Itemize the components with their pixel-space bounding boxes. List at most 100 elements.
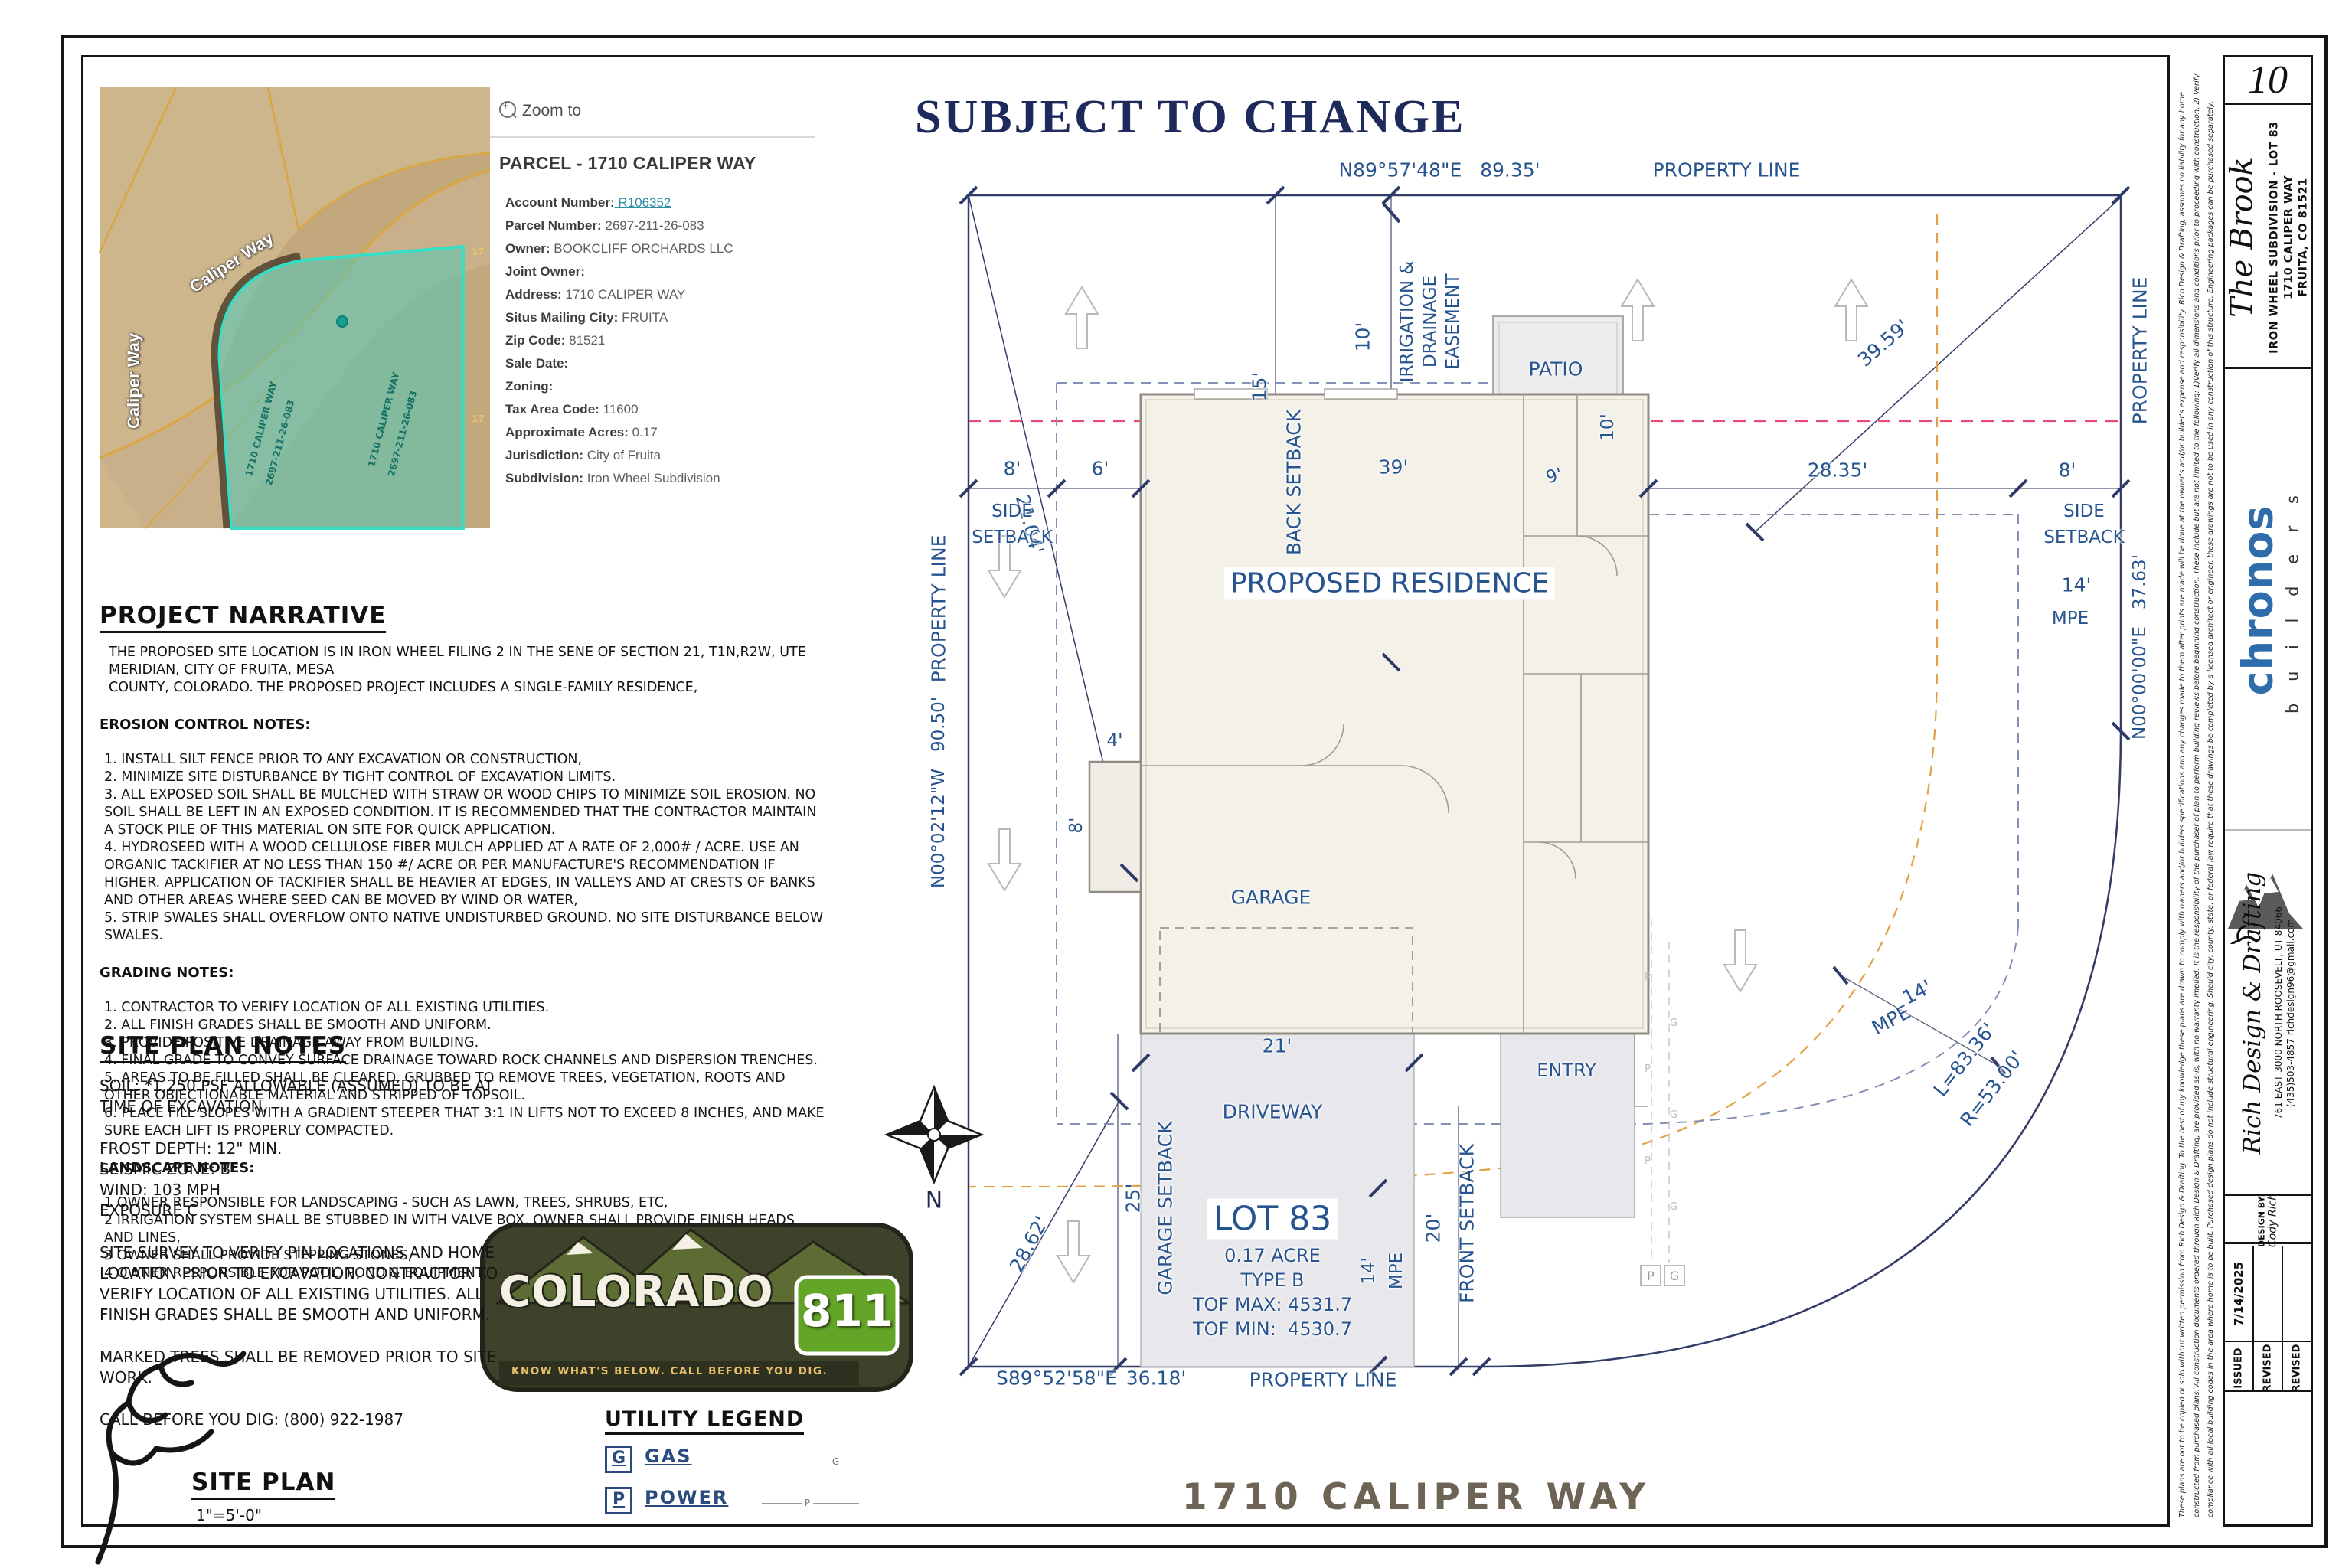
disclaimer-text: These plans are not to be copied or sold… bbox=[2178, 74, 2215, 1517]
revised-label-cell-1: REVISED bbox=[2254, 1341, 2282, 1393]
mountain-art bbox=[2228, 874, 2303, 944]
field-label: Joint Owner: bbox=[505, 264, 585, 279]
project-subdivision: IRON WHEEL SUBDIVISION - LOT 83 bbox=[2268, 120, 2281, 354]
plan-label-drainage: DRAINAGE bbox=[1420, 275, 1440, 368]
colorado811-name: COLORADO bbox=[499, 1267, 774, 1317]
site-plan-title: SITE PLAN 1"=5'-0" bbox=[191, 1468, 336, 1524]
revised-column-1: REVISED bbox=[2252, 1246, 2282, 1392]
plan-label-8: 8' bbox=[2058, 459, 2076, 482]
note-line: 3 OWNER SHALL PROVIDE STEPPING STONES, bbox=[104, 1248, 413, 1263]
svg-text:P: P bbox=[1645, 1155, 1651, 1167]
note-line: 3. ALL EXPOSED SOIL SHALL BE MULCHED WIT… bbox=[104, 787, 817, 838]
subject-to-change-stamp: SUBJECT TO CHANGE bbox=[915, 91, 1466, 143]
narrative-intro: THE PROPOSED SITE LOCATION IS IN IRON WH… bbox=[109, 645, 806, 695]
aerial-photo[interactable] bbox=[98, 87, 491, 530]
plan-label-garage-setback: GARAGE SETBACK bbox=[1154, 1121, 1177, 1295]
plan-label-n: N bbox=[925, 1187, 943, 1214]
power-label: POWER bbox=[645, 1487, 729, 1508]
grading-notes-heading: GRADING NOTES: bbox=[100, 965, 234, 981]
plan-label-n89-57-48-e-89-35: N89°57'48"E 89.35' bbox=[1338, 158, 1540, 181]
field-label: Jurisdiction: bbox=[505, 448, 584, 462]
plan-label-10: 10' bbox=[1598, 413, 1618, 441]
grading-notes: 1. CONTRACTOR TO VERIFY LOCATION OF ALL … bbox=[104, 999, 827, 1140]
antler-art bbox=[95, 1351, 247, 1565]
note-line: SOIL: *1,250 PSF ALLOWABLE (ASSUMED) TO … bbox=[100, 1076, 494, 1116]
sheet-border-inner bbox=[81, 55, 2170, 1527]
plan-label-6: 6' bbox=[1091, 457, 1109, 480]
designer-address: 761 EAST 3000 NORTH ROOSEVELT, UT 84066 bbox=[2273, 906, 2284, 1120]
note-line: 1. INSTALL SILT FENCE PRIOR TO ANY EXCAV… bbox=[104, 752, 583, 767]
plan-label-4: 4' bbox=[1106, 731, 1123, 751]
account-number-link[interactable]: R106352 bbox=[614, 195, 671, 210]
highlighted-parcel[interactable] bbox=[216, 244, 465, 530]
interior-walls bbox=[1141, 394, 1648, 1107]
plan-label-mpe: MPE bbox=[2051, 609, 2089, 629]
utility-stubs: P G P P P G G G bbox=[1640, 919, 1685, 1286]
note-line: MARKED TREES SHALL BE REMOVED PRIOR TO S… bbox=[100, 1348, 497, 1387]
site-plan-scale: 1"=5'-0" bbox=[196, 1506, 263, 1524]
svg-text:P: P bbox=[1645, 1063, 1651, 1075]
plan-label-n00-00-00-e-37-63: N00°00'00"E 37.63' bbox=[2130, 554, 2150, 740]
plan-label-patio: PATIO bbox=[1528, 358, 1583, 381]
plan-label-property-line: PROPERTY LINE bbox=[927, 534, 950, 683]
plan-label-14: 14' bbox=[1359, 1257, 1379, 1285]
parcel-field-7: Sale Date: bbox=[505, 352, 812, 375]
field-label: Address: bbox=[505, 287, 562, 302]
plan-label-36-18: 36.18' bbox=[1125, 1367, 1187, 1390]
gas-symbol-icon: G bbox=[605, 1446, 632, 1473]
field-label: Tax Area Code: bbox=[505, 402, 599, 416]
plan-label-driveway: DRIVEWAY bbox=[1222, 1100, 1323, 1123]
plan-label-property-line: PROPERTY LINE bbox=[1652, 158, 1801, 181]
lot-number-fragment-2: 17 bbox=[472, 413, 485, 424]
field-label: Owner: bbox=[505, 241, 550, 256]
note-line: 4. HYDROSEED WITH A WOOD CELLULOSE FIBER… bbox=[104, 840, 815, 908]
landscape-notes-heading: LANDSCAPE NOTES: bbox=[100, 1160, 255, 1176]
field-value: FRUITA bbox=[618, 310, 668, 325]
issue-table: 7/14/2025 ISSUED REVISED REVISED bbox=[2223, 1246, 2311, 1392]
field-label: Approximate Acres: bbox=[505, 425, 629, 439]
plan-label-garage: GARAGE bbox=[1230, 886, 1312, 909]
field-value: 0.17 bbox=[628, 425, 658, 439]
note-line: SITE SURVEY TO VERIFY PIN LOCATIONS AND … bbox=[100, 1243, 498, 1324]
plan-label-mpe: MPE bbox=[1387, 1252, 1406, 1290]
legend-row-power: P POWER P bbox=[605, 1484, 859, 1517]
project-city: FRUITA, CO 81521 bbox=[2297, 177, 2310, 297]
parcel-field-2: Owner: BOOKCLIFF ORCHARDS LLC bbox=[505, 237, 812, 260]
power-line-sample: P bbox=[762, 1498, 903, 1508]
issued-label-cell: ISSUED bbox=[2225, 1341, 2252, 1393]
house-footprint bbox=[1088, 315, 1650, 1367]
design-by-cell: DESIGN BY: Cody Rich bbox=[2225, 1193, 2311, 1247]
note-line: 2. MINIMIZE SITE DISTURBANCE BY TIGHT CO… bbox=[104, 769, 616, 785]
note-line: 5. STRIP SWALES SHALL OVERFLOW ONTO NATI… bbox=[104, 910, 824, 943]
project-name: The Brook bbox=[2224, 156, 2260, 318]
plan-label-property-line: PROPERTY LINE bbox=[2128, 276, 2151, 425]
parcel-field-9: Tax Area Code: 11600 bbox=[505, 398, 812, 421]
drainage-arrows bbox=[987, 278, 1869, 1284]
colorado811-number: 811 bbox=[801, 1285, 894, 1337]
gas-label: GAS bbox=[645, 1446, 692, 1467]
note-line: 1 OWNER RESPONSIBLE FOR LANDSCAPING - SU… bbox=[104, 1195, 668, 1210]
plan-label-setback: SETBACK bbox=[2043, 528, 2125, 547]
field-value: 81521 bbox=[565, 333, 606, 348]
note-line: 3. PROVIDE POSITIVE DRAINAGE AWAY FROM B… bbox=[104, 1035, 479, 1050]
plan-label-setback: SETBACK bbox=[972, 528, 1053, 547]
parcel-field-12: Subdivision: Iron Wheel Subdivision bbox=[505, 467, 812, 490]
sheet-number: 10 bbox=[2225, 57, 2311, 105]
gas-line-sample: G bbox=[762, 1456, 903, 1467]
driveway bbox=[1140, 1033, 1415, 1367]
plan-label-n00-02-12-w-90-50: N00°02'12"W 90.50' bbox=[929, 696, 949, 889]
plan-label-s89-52-58-e: S89°52'58"E bbox=[996, 1367, 1117, 1390]
erosion-notes: 1. INSTALL SILT FENCE PRIOR TO ANY EXCAV… bbox=[104, 751, 827, 945]
property-lines bbox=[967, 194, 2122, 1368]
plan-label-type-b: TYPE B bbox=[1240, 1269, 1305, 1291]
project-info-block: The Brook IRON WHEEL SUBDIVISION - LOT 8… bbox=[2225, 107, 2311, 369]
plan-label-15: 15' bbox=[1248, 371, 1271, 402]
parcel-field-5: Situs Mailing City: FRUITA bbox=[505, 306, 812, 329]
issued-column: 7/14/2025 ISSUED bbox=[2223, 1246, 2252, 1392]
zoom-to-button[interactable]: Zoom to bbox=[499, 100, 581, 120]
project-address: 1710 CALIPER WAY bbox=[2282, 175, 2295, 299]
field-label: Zoning: bbox=[505, 379, 554, 394]
bump-out bbox=[1088, 760, 1142, 893]
plan-label-20: 20' bbox=[1422, 1213, 1445, 1243]
